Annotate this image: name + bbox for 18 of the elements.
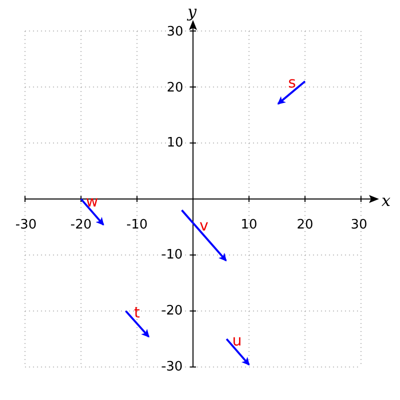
tick-label: 10 [240, 218, 258, 232]
tick-label: 30 [166, 26, 184, 38]
tick-label: -10 [161, 248, 183, 262]
axis-label: x [381, 193, 391, 209]
tick-label: -30 [161, 360, 183, 374]
vector-label: s [288, 76, 296, 90]
tick-label: 20 [166, 82, 184, 94]
axis-label: y [187, 4, 197, 20]
tick-label: -30 [15, 218, 37, 232]
vector-label: v [200, 218, 208, 234]
tick-label: 30 [350, 218, 368, 232]
vector-label: u [232, 334, 242, 348]
tick-label: -20 [161, 304, 183, 318]
vector-label: t [134, 306, 140, 320]
tick-label: 10 [166, 136, 184, 150]
tick-label: -20 [70, 218, 92, 232]
tick-label: -10 [126, 218, 148, 232]
tick-label: 20 [296, 218, 314, 232]
